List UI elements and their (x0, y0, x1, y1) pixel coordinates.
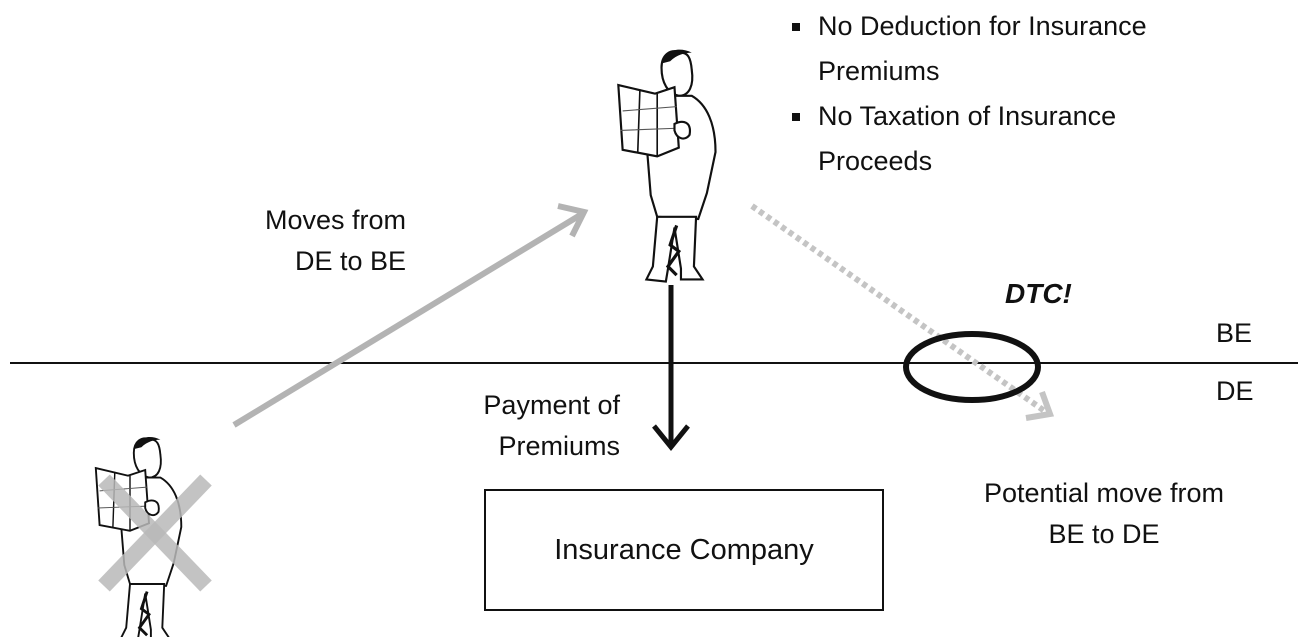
bullet-text: No Deduction for Insurance (818, 11, 1147, 41)
bullet-text: Premiums (818, 56, 940, 86)
cross-mark-icon (98, 474, 212, 592)
payment-label-line1: Payment of (483, 390, 620, 420)
payment-label-line2: Premiums (498, 431, 620, 461)
potential-arrow-head (1025, 390, 1055, 421)
payment-label: Payment of Premiums (410, 389, 620, 462)
bullet-item: No Taxation of Insurance (790, 94, 1147, 139)
bullet-continuation: Premiums (790, 49, 1147, 94)
bullet-square-icon (792, 113, 800, 121)
de-region-label: DE (1216, 376, 1254, 406)
dtc-ellipse (903, 331, 1041, 403)
bullet-item: No Deduction for Insurance (790, 4, 1147, 49)
dtc-label: DTC! (1005, 278, 1072, 309)
bullet-square-icon (792, 23, 800, 31)
insurance-company-box: Insurance Company (484, 489, 884, 611)
potential-label: Potential move from BE to DE (944, 477, 1264, 550)
person-top-icon (616, 48, 718, 284)
move-arrow-head (557, 203, 589, 238)
moves-label: Moves from DE to BE (196, 204, 406, 277)
tax-bullet-list: No Deduction for Insurance Premiums No T… (790, 4, 1147, 184)
moves-label-line2: DE to BE (294, 246, 406, 276)
potential-label-line2: BE to DE (1048, 519, 1160, 549)
move-arrow-shaft (232, 211, 584, 428)
bullet-text: No Taxation of Insurance (818, 101, 1117, 131)
bullet-continuation: Proceeds (790, 139, 1147, 184)
bullet-text: Proceeds (818, 146, 933, 176)
moves-label-line1: Moves from (264, 205, 406, 235)
potential-arrow-shaft (750, 203, 1048, 415)
potential-label-line1: Potential move from (983, 478, 1225, 508)
payment-arrow-head (652, 424, 690, 451)
insurance-company-label: Insurance Company (554, 533, 814, 566)
be-region-label: BE (1216, 318, 1253, 348)
